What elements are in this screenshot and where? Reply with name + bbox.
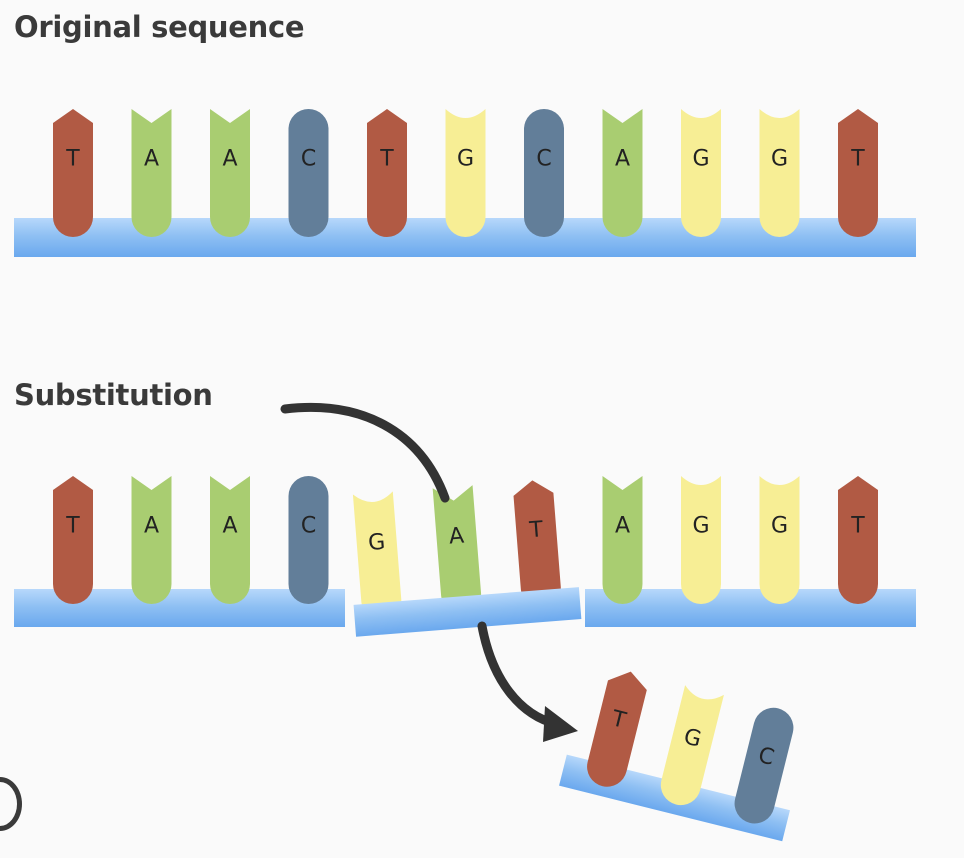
insertion-arrow xyxy=(280,402,450,503)
inserted-base-letter: T xyxy=(528,517,545,543)
original-base-shape xyxy=(445,109,486,237)
edge-circle-inner xyxy=(0,782,17,826)
original-base-0: T xyxy=(53,109,93,237)
original-base-2: A xyxy=(210,109,250,237)
original-base-letter: C xyxy=(301,147,316,172)
removed-fragment: T G C xyxy=(559,671,794,842)
original-base-4: T xyxy=(367,109,407,237)
original-base-shape xyxy=(524,109,564,237)
removed-base-shape xyxy=(660,685,724,806)
original-sequence-heading: Original sequence xyxy=(14,10,305,44)
inserted-fragment-backbone xyxy=(353,587,582,637)
right-base-letter: G xyxy=(692,514,709,539)
original-base-3: C xyxy=(288,109,329,237)
original-base-letter: G xyxy=(692,147,709,172)
right-base-shape xyxy=(759,476,800,604)
left-base-1: A xyxy=(131,476,172,604)
right-base-1: G xyxy=(681,476,721,604)
original-base-7: A xyxy=(602,109,643,237)
removed-base-shape xyxy=(734,707,794,824)
original-base-shape xyxy=(367,109,407,237)
original-base-shape xyxy=(210,109,250,237)
original-base-letter: G xyxy=(457,147,474,172)
original-base-1: A xyxy=(131,109,172,237)
removed-base-letter: T xyxy=(608,706,629,734)
original-base-letter: A xyxy=(615,147,630,172)
right-base-letter: A xyxy=(615,514,630,539)
inserted-base-0: G xyxy=(352,491,402,621)
inserted-base-2: T xyxy=(513,480,561,609)
original-base-letter: T xyxy=(850,147,865,172)
right-base-letter: T xyxy=(850,514,865,539)
removed-base-letter: C xyxy=(756,743,777,771)
original-base-letter: C xyxy=(536,147,551,172)
original-base-5: G xyxy=(445,109,486,237)
right-base-shape xyxy=(838,476,878,604)
original-base-shape xyxy=(131,109,172,237)
right-base-shape xyxy=(602,476,643,604)
right-base-0: A xyxy=(602,476,643,604)
left-base-2: A xyxy=(210,476,250,604)
left-base-0: T xyxy=(53,476,93,604)
removed-base-shape xyxy=(587,671,647,787)
original-base-shape xyxy=(681,109,721,237)
left-base-letter: A xyxy=(222,514,237,539)
left-base-letter: T xyxy=(65,514,80,539)
removed-base-1: G xyxy=(660,685,724,806)
original-base-shape xyxy=(288,109,329,237)
left-base-letter: A xyxy=(144,514,159,539)
original-base-letter: G xyxy=(771,147,788,172)
original-base-6: C xyxy=(524,109,564,237)
right-base-letter: G xyxy=(771,514,788,539)
left-base-shape xyxy=(288,476,329,604)
inserted-base-1: A xyxy=(432,485,482,615)
original-base-9: G xyxy=(759,109,800,237)
original-base-shape xyxy=(53,109,93,237)
left-base-shape xyxy=(210,476,250,604)
original-base-letter: T xyxy=(65,147,80,172)
inserted-base-shape xyxy=(513,480,561,609)
inserted-base-letter: G xyxy=(367,530,386,556)
removed-base-letter: G xyxy=(681,724,704,752)
original-base-10: T xyxy=(838,109,878,237)
original-base-letter: A xyxy=(144,147,159,172)
right-base-3: T xyxy=(838,476,878,604)
inserted-base-shape xyxy=(352,491,402,621)
left-base-letter: C xyxy=(301,514,316,539)
removed-base-0: T xyxy=(587,671,647,787)
left-base-3: C xyxy=(288,476,329,604)
right-base-2: G xyxy=(759,476,800,604)
right-base-shape xyxy=(681,476,721,604)
inserted-base-shape xyxy=(432,485,482,615)
original-base-shape xyxy=(759,109,800,237)
removed-base-2: C xyxy=(734,707,794,824)
left-base-shape xyxy=(53,476,93,604)
left-base-shape xyxy=(131,476,172,604)
inserted-base-letter: A xyxy=(448,523,465,549)
removal-arrow-head xyxy=(543,706,578,742)
original-base-letter: A xyxy=(222,147,237,172)
original-base-letter: T xyxy=(379,147,394,172)
original-base-8: G xyxy=(681,109,721,237)
original-base-shape xyxy=(838,109,878,237)
substitution-heading: Substitution xyxy=(14,378,213,412)
original-base-shape xyxy=(602,109,643,237)
